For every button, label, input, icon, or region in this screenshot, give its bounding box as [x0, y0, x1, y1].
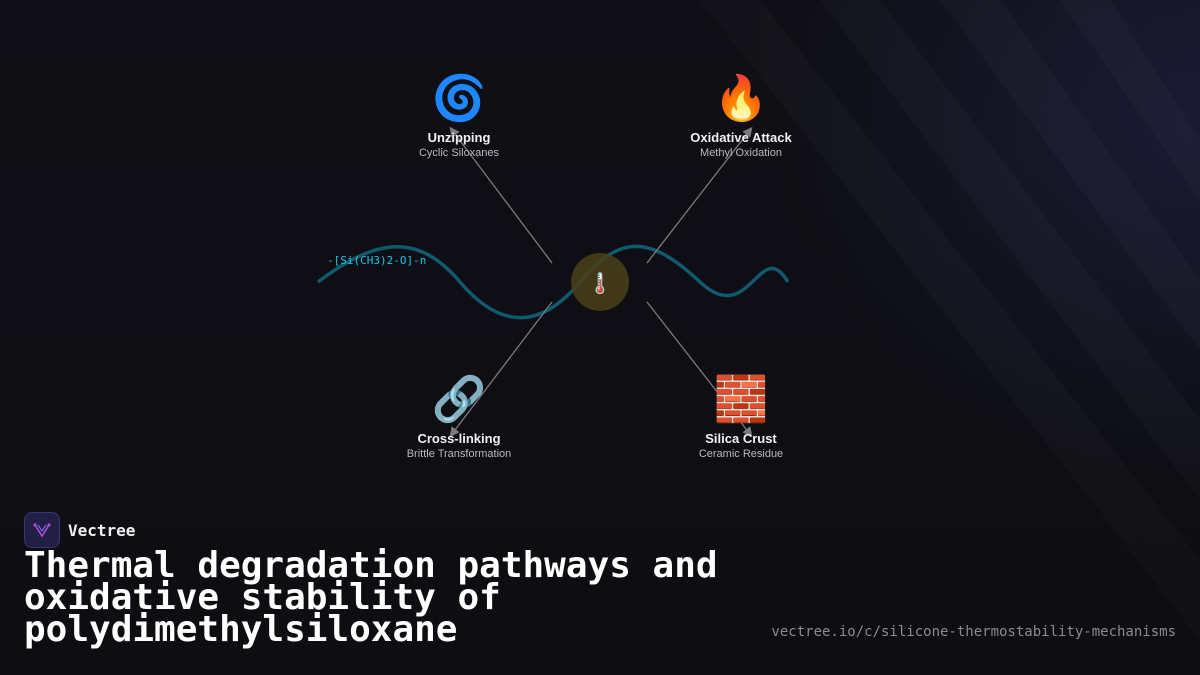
polymer-chain-label: -[Si(CH3)2-O]-n	[327, 254, 427, 267]
page-title: Thermal degradation pathways and oxidati…	[24, 545, 718, 650]
node-title: Silica Crust	[705, 431, 777, 446]
node-oxidative-attack: 🔥 Oxidative Attack Methyl Oxidation	[641, 73, 841, 160]
brick-icon: 🧱	[713, 374, 769, 425]
node-title: Cross-linking	[417, 431, 501, 446]
node-subtitle: Methyl Oxidation	[700, 147, 782, 159]
source-url[interactable]: vectree.io/c/silicone-thermostability-me…	[771, 624, 1176, 640]
arrow-to-unzipping	[449, 126, 553, 264]
node-subtitle: Cyclic Siloxanes	[418, 147, 500, 159]
node-unzipping: 🌀 Unzipping Cyclic Siloxanes	[359, 73, 559, 160]
logo-mark	[33, 523, 51, 538]
arrow-to-silica	[646, 301, 753, 438]
cyclone-icon: 🌀	[431, 73, 487, 124]
heat-source-circle	[571, 253, 629, 311]
link-icon: 🔗	[431, 374, 487, 425]
node-subtitle: Brittle Transformation	[406, 448, 512, 460]
thermometer-icon: 🌡️	[588, 271, 613, 295]
vectree-logo-icon	[24, 512, 60, 548]
arrow-to-oxidative	[646, 126, 753, 264]
node-title: Oxidative Attack	[690, 130, 792, 145]
node-title: Unzipping	[427, 130, 491, 145]
node-cross-linking: 🔗 Cross-linking Brittle Transformation	[359, 374, 559, 461]
arrow-to-crosslinking	[449, 301, 553, 438]
fire-icon: 🔥	[713, 73, 769, 124]
brand-name: Vectree	[68, 520, 136, 540]
node-silica-crust: 🧱 Silica Crust Ceramic Residue	[641, 374, 841, 461]
node-subtitle: Ceramic Residue	[698, 448, 784, 460]
brand[interactable]: Vectree	[24, 512, 135, 548]
